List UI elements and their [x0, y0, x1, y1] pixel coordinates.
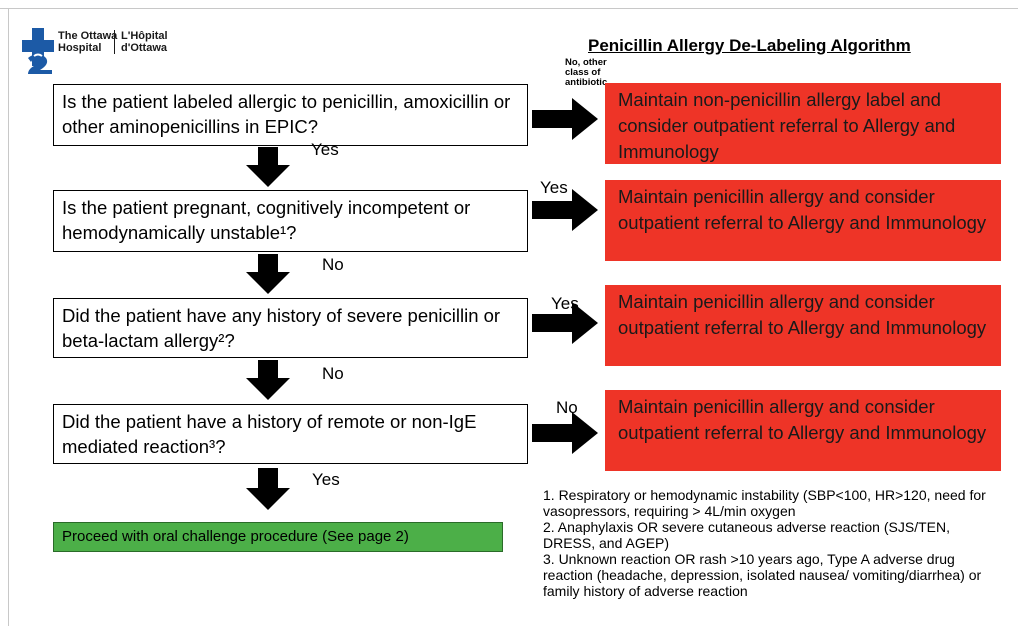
- question-2-box: Is the patient pregnant, cognitively inc…: [53, 190, 528, 252]
- outcome-3-box: Maintain penicillin allergy and consider…: [605, 285, 1001, 366]
- outcome-1-box: Maintain non-penicillin allergy label an…: [605, 83, 1001, 164]
- down-label-2: No: [322, 255, 344, 274]
- question-4-box: Did the patient have a history of remote…: [53, 404, 528, 464]
- right-label-4: No: [556, 398, 578, 417]
- footnote-2: 2. Anaphylaxis OR severe cutaneous adver…: [543, 519, 950, 551]
- down-label-3: No: [322, 364, 344, 383]
- right-label-1: No, other class of antibiotic: [565, 57, 608, 88]
- page-title: Penicillin Allergy De-Labeling Algorithm: [588, 36, 911, 55]
- top-border: [0, 8, 1018, 9]
- right-label-2: Yes: [540, 178, 568, 197]
- down-arrow-4-icon: [246, 468, 290, 510]
- question-1-box: Is the patient labeled allergic to penic…: [53, 84, 528, 146]
- right-arrow-4-icon: [532, 412, 598, 454]
- hospital-logo: The Ottawa Hospital L'Hôpital d'Ottawa: [22, 28, 222, 80]
- right-arrow-2-icon: [532, 189, 598, 231]
- question-3-box: Did the patient have any history of seve…: [53, 298, 528, 358]
- footnote-3: 3. Unknown reaction OR rash >10 years ag…: [543, 551, 982, 599]
- down-arrow-2-icon: [246, 254, 290, 294]
- down-label-1: Yes: [311, 140, 339, 159]
- hospital-cross-icon: [22, 28, 54, 74]
- right-arrow-1-icon: [532, 98, 598, 140]
- final-outcome-box: Proceed with oral challenge procedure (S…: [53, 522, 503, 552]
- outcome-4-box: Maintain penicillin allergy and consider…: [605, 390, 1001, 471]
- down-arrow-3-icon: [246, 360, 290, 400]
- footnotes: 1. Respiratory or hemodynamic instabilit…: [543, 487, 1003, 599]
- right-label-3: Yes: [551, 294, 579, 313]
- outcome-2-box: Maintain penicillin allergy and consider…: [605, 180, 1001, 261]
- logo-text-french: L'Hôpital d'Ottawa: [114, 30, 168, 54]
- logo-text-english: The Ottawa Hospital: [58, 30, 118, 54]
- footnote-1: 1. Respiratory or hemodynamic instabilit…: [543, 487, 986, 519]
- down-label-4: Yes: [312, 470, 340, 489]
- left-border: [8, 8, 9, 626]
- right-arrow-3-icon: [532, 302, 598, 344]
- down-arrow-1-icon: [246, 147, 290, 187]
